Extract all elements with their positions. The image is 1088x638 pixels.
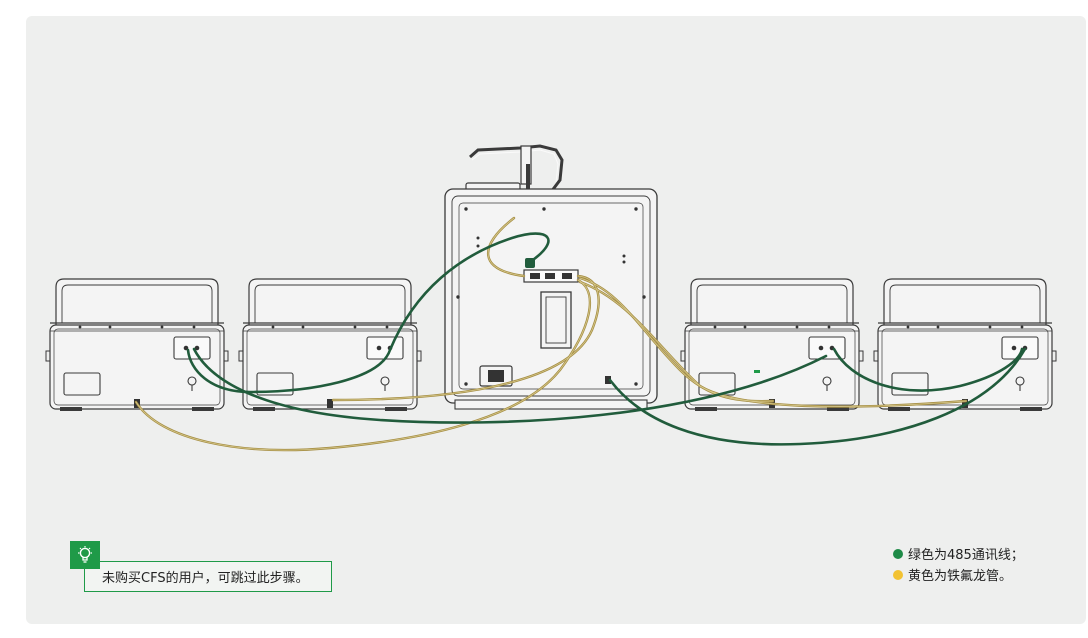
printer-rear (444, 144, 658, 410)
cfs-unit-4 (873, 278, 1057, 412)
legend-label: 黄色为铁氟龙管。 (908, 569, 1013, 584)
legend-label: 绿色为485通讯线； (908, 548, 1024, 563)
green-dot-icon (893, 548, 903, 559)
yellow-dot-icon (893, 569, 903, 580)
rs485-cables (186, 232, 1027, 446)
tip-box (84, 561, 332, 592)
legend-item-485: 绿色为485通讯线； (893, 543, 1024, 564)
tip-text: 未购买CFS的用户，可跳过此步骤。 (102, 571, 309, 586)
cfs-unit-1 (45, 278, 229, 412)
tip-badge (70, 541, 100, 569)
legend-item-ptfe: 黄色为铁氟龙管。 (893, 564, 1024, 585)
legend: 绿色为485通讯线； 黄色为铁氟龙管。 (893, 543, 1024, 585)
lightbulb-icon (78, 546, 92, 563)
